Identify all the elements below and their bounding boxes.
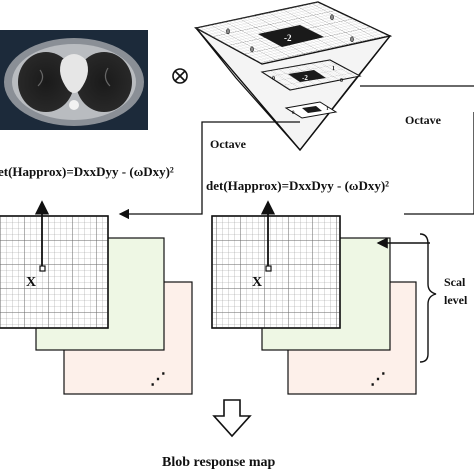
- filter-top-zero-2: 0: [330, 13, 334, 22]
- filter-top-zero-4: 0: [250, 45, 254, 54]
- hessian-formula-right: det(Happrox)=DxxDyy - (ωDxy)²: [206, 178, 389, 193]
- filter-mid-cell-1: 0: [272, 76, 275, 82]
- octave-label-top: Octave: [405, 113, 442, 127]
- filter-mid-cell-3: 0: [340, 78, 343, 84]
- ellipsis-left: ⋰: [150, 371, 166, 388]
- scale-level-label-2: level: [444, 293, 468, 307]
- hessian-formula-left: et(Happrox)=DxxDyy - (ωDxy)²: [0, 164, 174, 179]
- ellipsis-right: ⋰: [370, 371, 386, 388]
- filter-top-zero-1: 0: [226, 27, 230, 36]
- octave-label-mid: Octave: [210, 137, 247, 151]
- filter-top-zero-3: 0: [350, 35, 354, 44]
- filter-mid-value: -2: [302, 74, 308, 82]
- scale-stack-right: X ⋰: [212, 202, 416, 394]
- scale-stack-left: X ⋰: [0, 202, 192, 394]
- circled-times-icon: [173, 69, 187, 83]
- scale-level-label-1: Scal: [444, 275, 466, 289]
- filter-pyramid: -2 0 0 0 0 -2 0 1 0 0 1: [171, 0, 421, 150]
- blob-response-label: Blob response map: [162, 455, 276, 470]
- point-x-right: X: [252, 275, 262, 290]
- hollow-down-arrow-icon: [214, 400, 250, 436]
- ct-scan-image: [0, 30, 148, 130]
- filter-mid-cell-2: 1: [332, 66, 335, 72]
- filter-top-value: -2: [284, 33, 292, 43]
- point-x-left: X: [26, 275, 36, 290]
